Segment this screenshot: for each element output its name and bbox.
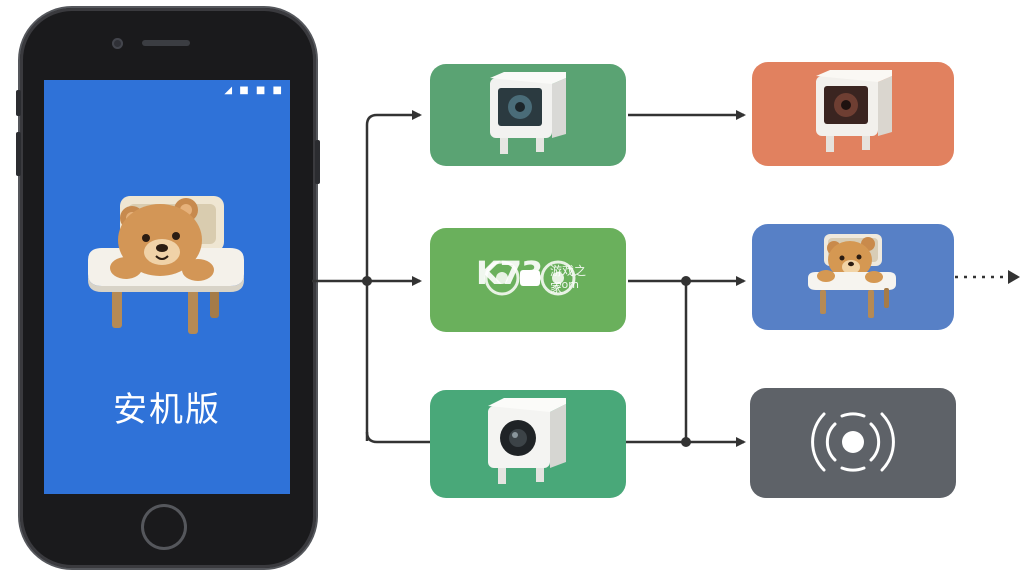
- watermark-site: 游戏之家: [550, 264, 587, 295]
- device-camera-box-1: [430, 64, 626, 166]
- device-camera-box-2: [430, 390, 626, 498]
- bear-chair-icon: [808, 234, 896, 318]
- webcam-device-icon: [488, 398, 566, 484]
- watermark-logo: K73: [476, 254, 543, 292]
- camera-device-icon: [490, 72, 566, 154]
- status-bar: ◢ ■ ■ ■: [44, 80, 290, 102]
- sensor-device-icon: [484, 260, 576, 296]
- device-sensor-box: K73 游戏之家 .com: [430, 228, 626, 332]
- phone-home-button[interactable]: [141, 504, 187, 550]
- watermark: K73 游戏之家 .com: [454, 252, 594, 300]
- phone-speaker: [142, 40, 190, 46]
- signal-waves-icon: [811, 412, 895, 472]
- phone-power-button: [315, 140, 320, 184]
- bear-chair-icon: [88, 196, 244, 334]
- screen-title: 安机版: [113, 390, 221, 430]
- output-signal-box: [750, 388, 956, 498]
- camera-device-icon: [816, 70, 892, 152]
- phone-front-camera: [112, 38, 123, 49]
- watermark-domain: .com: [552, 278, 579, 291]
- phone-volume-button: [16, 132, 21, 176]
- phone-volume-button: [16, 90, 21, 116]
- output-camera-box: [752, 62, 954, 166]
- status-icons: ◢ ■ ■ ■: [224, 85, 284, 96]
- phone-screen[interactable]: ◢ ■ ■ ■ 安机版: [44, 80, 290, 494]
- output-bear-box: [752, 224, 954, 330]
